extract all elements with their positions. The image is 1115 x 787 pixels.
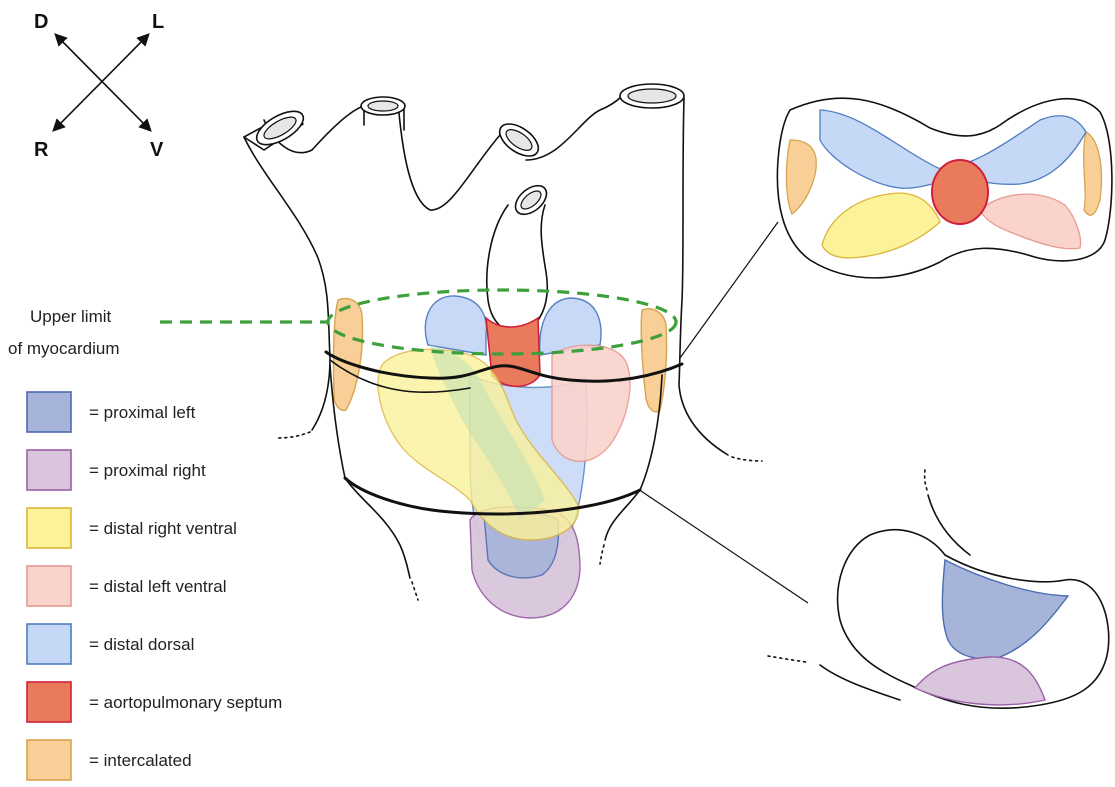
legend-swatch-distal-right-ventral [27, 508, 71, 548]
great-vessels-outline [264, 96, 622, 210]
outflow-left-wall [244, 137, 330, 430]
dorsal-ventral-axis-arrow [56, 35, 150, 130]
region-distal-left-ventral [552, 345, 630, 461]
legend-swatch-proximal-right [27, 450, 71, 490]
myocardium-limit-label-line1: Upper limit [30, 307, 112, 326]
upper-inset-leader [680, 222, 778, 358]
legend-item-intercalated: = intercalated [27, 740, 192, 780]
legend-label-proximal-left: = proximal left [89, 403, 196, 422]
region-intercalated-left [333, 299, 362, 411]
legend-item-distal-left-ventral: = distal left ventral [27, 566, 227, 606]
legend-item-proximal-right: = proximal right [27, 450, 206, 490]
legend-label-intercalated: = intercalated [89, 751, 192, 770]
legend-swatch-distal-dorsal [27, 624, 71, 664]
legend-label-distal-left-ventral: = distal left ventral [89, 577, 227, 596]
legend-item-aortopulmonary-septum: = aortopulmonary septum [27, 682, 282, 722]
legend-swatch-intercalated [27, 740, 71, 780]
orientation-compass: D L R V [34, 11, 164, 161]
legend-label-distal-dorsal: = distal dorsal [89, 635, 194, 654]
upper-section-aortopulmonary-septum [932, 160, 988, 224]
lower-inset-leader [641, 491, 808, 603]
legend-label-aortopulmonary-septum: = aortopulmonary septum [89, 693, 282, 712]
legend: = proximal left = proximal right = distal … [27, 392, 282, 780]
outflow-right-wall [679, 98, 728, 455]
legend-label-distal-right-ventral: = distal right ventral [89, 519, 237, 538]
compass-label-dorsal: D [34, 11, 48, 33]
central-vessel-loop [487, 205, 547, 333]
legend-swatch-proximal-left [27, 392, 71, 432]
heart-outflow-tract [160, 84, 762, 618]
lower-cross-section [768, 470, 1109, 708]
legend-item-distal-dorsal: = distal dorsal [27, 624, 194, 664]
left-right-axis-arrow [54, 35, 148, 130]
compass-label-right: R [34, 139, 49, 161]
legend-label-proximal-right: = proximal right [89, 461, 206, 480]
myocardium-limit-label-line2: of myocardium [8, 339, 119, 358]
compass-label-left: L [152, 11, 164, 33]
region-intercalated-right [641, 309, 666, 412]
legend-item-distal-right-ventral: = distal right ventral [27, 508, 237, 548]
legend-item-proximal-left: = proximal left [27, 392, 196, 432]
legend-swatch-distal-left-ventral [27, 566, 71, 606]
compass-label-ventral: V [150, 139, 164, 161]
legend-swatch-aortopulmonary-septum [27, 682, 71, 722]
region-distal-dorsal-left [425, 296, 486, 355]
upper-cross-section [777, 98, 1112, 278]
